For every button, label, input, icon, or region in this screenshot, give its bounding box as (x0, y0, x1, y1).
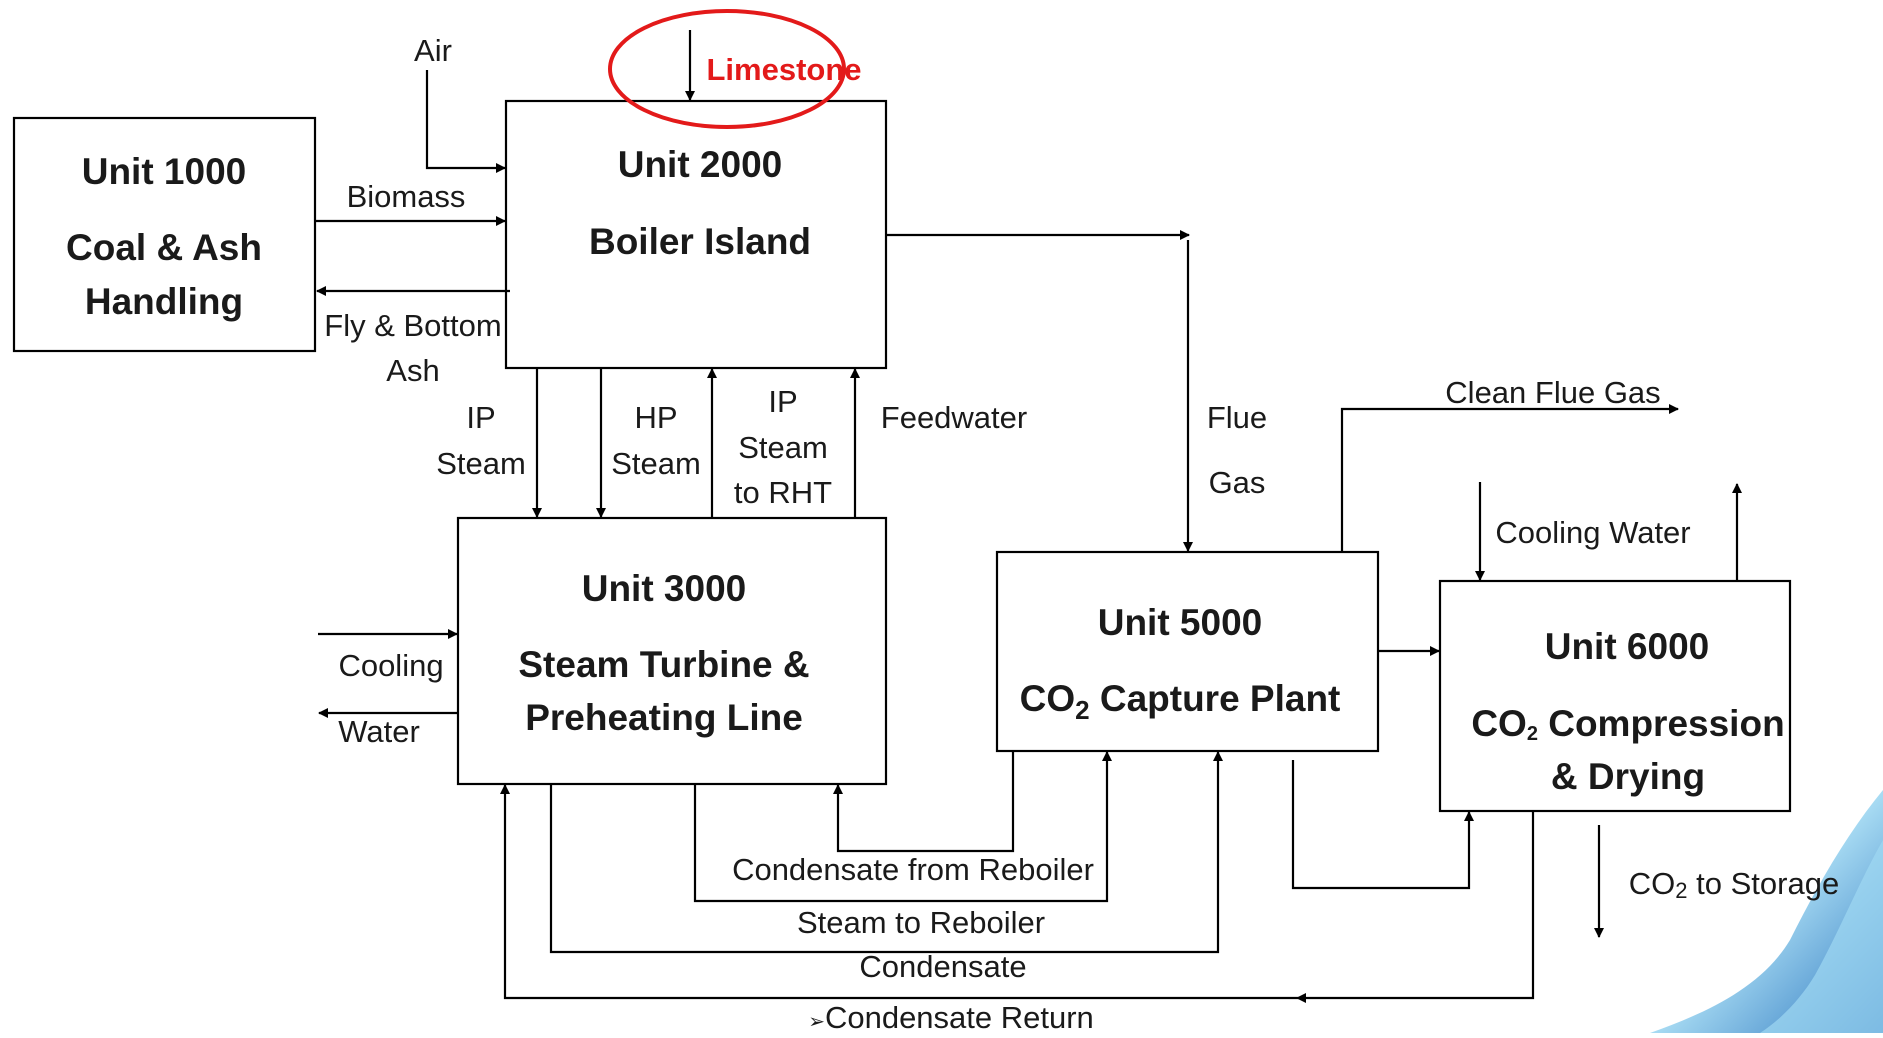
condensate-label: Condensate (859, 949, 1026, 984)
condensate-return-line-left (500, 784, 1297, 1000)
limestone-label: Limestone (706, 52, 861, 87)
condensate-from-reboiler-label: Condensate from Reboiler (732, 852, 1094, 887)
decorative-globe-highlight (1760, 840, 1883, 1033)
unit-1000-box[interactable] (12, 116, 317, 353)
clean-flue-gas-label: Clean Flue Gas (1445, 375, 1660, 410)
hp-steam-label-line1: HP (634, 400, 677, 435)
ash-label-line1: Fly & Bottom (324, 308, 501, 343)
condensate-line (549, 751, 1223, 954)
unit-6000-box[interactable] (1438, 579, 1792, 813)
biomass-label: Biomass (347, 179, 466, 214)
steam-to-reboiler-label: Steam to Reboiler (797, 905, 1045, 940)
hp-steam-label-line2: Steam (611, 446, 701, 481)
unit-1000-title: Unit 1000 (82, 151, 247, 192)
condensate-return-line-right (1296, 812, 1535, 1003)
co2-to-storage-label: CO2 to Storage (1629, 866, 1839, 903)
unit-2000-name: Boiler Island (589, 221, 811, 262)
cooling-3000-label-line2: Water (338, 714, 420, 749)
flue-gas-label-line2: Gas (1209, 465, 1266, 500)
condensate-return-label: ➢Condensate Return (808, 1000, 1094, 1033)
unit-3000-name-line1: Steam Turbine & (518, 644, 809, 685)
air-flow-line (425, 70, 506, 173)
ip-steam-label-line1: IP (466, 400, 495, 435)
rht-label-line3: to RHT (734, 475, 832, 510)
steam-to-reboiler-line (693, 751, 1112, 903)
unit-3000-name-line2: Preheating Line (525, 697, 803, 738)
unit-3000-box[interactable] (456, 516, 888, 786)
unit-2000-box[interactable] (504, 99, 888, 370)
condensate-from-reboiler-line (833, 751, 1015, 853)
ash-label-line2: Ash (386, 353, 439, 388)
feedwater-label: Feedwater (881, 400, 1027, 435)
unit-2000-title: Unit 2000 (618, 144, 783, 185)
cooling-3000-label-line1: Cooling (338, 648, 443, 683)
air-label: Air (414, 33, 452, 68)
unit-6000-title: Unit 6000 (1545, 626, 1710, 667)
unit-3000-title: Unit 3000 (582, 568, 747, 609)
unit-6000-name-line2: & Drying (1551, 756, 1705, 797)
unit-5000-name: CO2 Capture Plant (1020, 678, 1341, 725)
flue-gas-label-line1: Flue (1207, 400, 1267, 435)
clean-flue-gas-line (1340, 404, 1679, 552)
rht-label-line1: IP (768, 384, 797, 419)
unit-1000-name-line1: Coal & Ash (66, 227, 262, 268)
rht-label-line2: Steam (738, 430, 828, 465)
limestone-highlight-ellipse (608, 9, 846, 129)
cooling-water-6000-label: Cooling Water (1495, 515, 1690, 550)
capture-to-compression-lower-line (1291, 760, 1474, 890)
unit-6000-name-line1: CO2 Compression (1471, 703, 1784, 745)
unit-5000-title: Unit 5000 (1098, 602, 1263, 643)
unit-1000-name-line2: Handling (85, 281, 243, 322)
unit-5000-box[interactable] (995, 550, 1380, 753)
ip-steam-label-line2: Steam (436, 446, 526, 481)
